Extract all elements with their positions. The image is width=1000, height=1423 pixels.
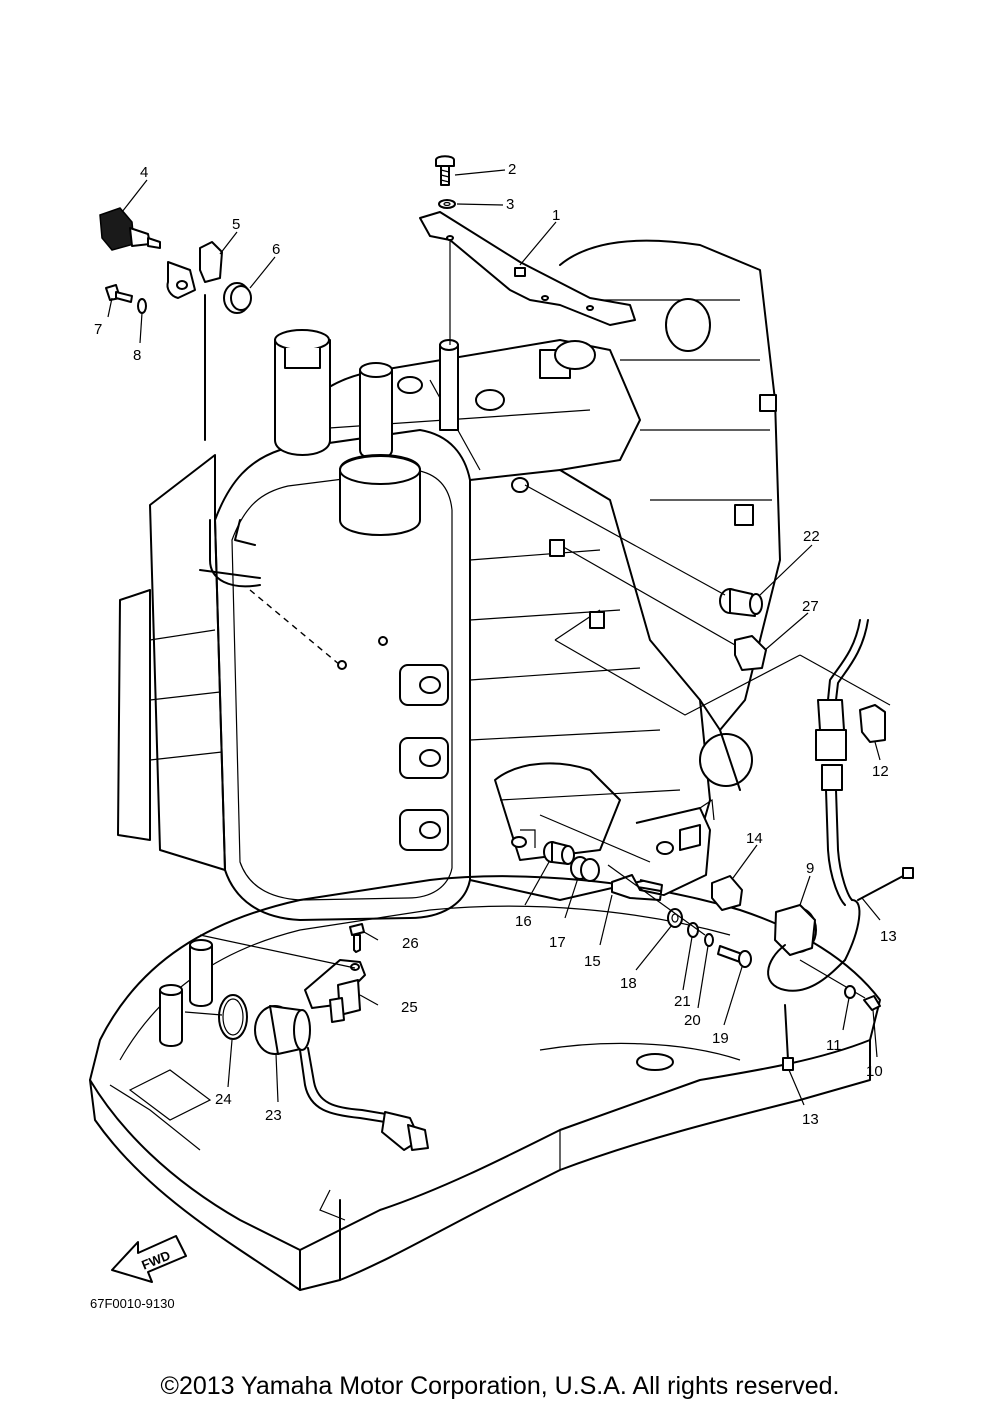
copyright-notice: ©2013 Yamaha Motor Corporation, U.S.A. A… xyxy=(160,1372,840,1400)
part-label-16: 16 xyxy=(515,913,532,930)
part-label-9: 9 xyxy=(806,860,814,877)
part-25-bracket xyxy=(199,934,366,1023)
part-14-connector xyxy=(711,875,743,911)
part-label-15: 15 xyxy=(584,953,601,970)
part-label-26: 26 xyxy=(402,935,419,952)
part-label-6: 6 xyxy=(272,241,280,258)
part-label-25: 25 xyxy=(401,999,418,1016)
bottom-cowling xyxy=(89,875,881,1291)
part-label-22: 22 xyxy=(803,528,820,545)
part-23-sensor xyxy=(254,1005,429,1151)
diagram-code: 67F0010-9130 xyxy=(90,1296,175,1311)
part-label-13-upper: 13 xyxy=(880,928,897,945)
part-label-27: 27 xyxy=(802,598,819,615)
part-label-3: 3 xyxy=(506,196,514,213)
part-1-bracket xyxy=(419,211,636,345)
part-19-bolt xyxy=(607,864,752,968)
part-label-21: 21 xyxy=(674,993,691,1010)
part-20-washer xyxy=(704,933,714,947)
part-17-grommet xyxy=(570,856,600,882)
leader-lines xyxy=(107,169,881,1106)
fwd-arrow: FWD xyxy=(111,1235,187,1283)
part-15-bracket xyxy=(539,798,715,901)
part-label-18: 18 xyxy=(620,975,637,992)
part-label-1: 1 xyxy=(552,207,560,224)
part-label-8: 8 xyxy=(133,347,141,364)
engine-block xyxy=(117,239,781,921)
part-label-11: 11 xyxy=(826,1037,842,1054)
part-label-20: 20 xyxy=(684,1012,701,1029)
part-label-12: 12 xyxy=(872,763,889,780)
part-9-sensor xyxy=(767,899,861,992)
part-8-washer xyxy=(137,298,147,314)
part-label-23: 23 xyxy=(265,1107,282,1124)
part-label-7: 7 xyxy=(94,321,102,338)
part-22-sensor xyxy=(524,484,763,617)
part-27-clip xyxy=(549,539,801,716)
part-12-clip xyxy=(859,704,886,743)
part-number-labels: 1 2 3 4 5 6 7 8 9 10 11 12 13 13 14 15 1… xyxy=(94,161,897,1128)
part-label-17: 17 xyxy=(549,934,566,951)
part-2-bolt xyxy=(435,155,455,186)
part-24-o-ring xyxy=(184,994,248,1040)
part-3-washer xyxy=(438,199,456,209)
part-label-19: 19 xyxy=(712,1030,729,1047)
part-16-collar xyxy=(543,841,575,865)
part-11-washer xyxy=(844,985,856,999)
right-harness xyxy=(799,619,891,906)
part-21-washer xyxy=(687,922,699,938)
part-label-24: 24 xyxy=(215,1091,232,1108)
part-4-sensor xyxy=(99,207,161,251)
part-5-clamp xyxy=(166,241,223,299)
part-18-washer xyxy=(667,908,683,928)
part-label-13-lower: 13 xyxy=(802,1111,819,1128)
part-26-screw xyxy=(349,923,365,953)
part-label-5: 5 xyxy=(232,216,240,233)
part-13-tie-lower xyxy=(782,1004,794,1071)
part-label-10: 10 xyxy=(866,1063,883,1080)
part-label-14: 14 xyxy=(746,830,763,847)
part-label-2: 2 xyxy=(508,161,516,178)
wiring-harness-left xyxy=(199,294,341,666)
part-6-grommet xyxy=(223,282,252,314)
part-13-tie-upper xyxy=(857,867,914,901)
part-7-bolt xyxy=(105,284,133,303)
part-label-4: 4 xyxy=(140,164,148,181)
